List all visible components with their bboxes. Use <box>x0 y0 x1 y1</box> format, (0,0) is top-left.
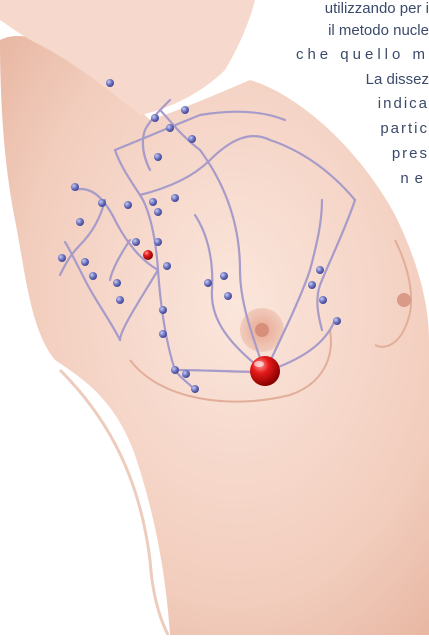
lymph-node <box>81 258 89 266</box>
lymph-node <box>106 79 114 87</box>
lymph-node <box>188 135 196 143</box>
lymph-node <box>220 272 228 280</box>
lymph-node <box>98 199 106 207</box>
right-nipple <box>397 293 411 307</box>
lymph-node <box>333 317 341 325</box>
lymph-node <box>316 266 324 274</box>
lymph-node <box>191 385 199 393</box>
lymph-node <box>71 183 79 191</box>
torso-body <box>0 36 429 635</box>
lymph-node <box>154 238 162 246</box>
lymph-node <box>163 262 171 270</box>
lymph-node <box>89 272 97 280</box>
lymph-node <box>151 114 159 122</box>
lymph-node <box>171 366 179 374</box>
lymph-node <box>166 124 174 132</box>
lymph-node <box>181 106 189 114</box>
lymph-node <box>204 279 212 287</box>
lymph-node <box>113 279 121 287</box>
lymph-node <box>132 238 140 246</box>
small-sentinel-node <box>143 250 153 260</box>
lymph-node <box>76 218 84 226</box>
lymph-node <box>116 296 124 304</box>
lymph-node <box>159 306 167 314</box>
lymph-node <box>224 292 232 300</box>
lymph-node <box>182 370 190 378</box>
sentinel-node <box>250 356 280 386</box>
nipple <box>255 323 269 337</box>
lymph-node <box>308 281 316 289</box>
lymph-node <box>159 330 167 338</box>
lymph-node <box>124 201 132 209</box>
sentinel-node-highlight <box>254 361 264 367</box>
lymph-node <box>149 198 157 206</box>
lymph-node <box>58 254 66 262</box>
lymph-node <box>319 296 327 304</box>
lymph-node <box>154 153 162 161</box>
lymph-node <box>154 208 162 216</box>
lymph-node <box>171 194 179 202</box>
